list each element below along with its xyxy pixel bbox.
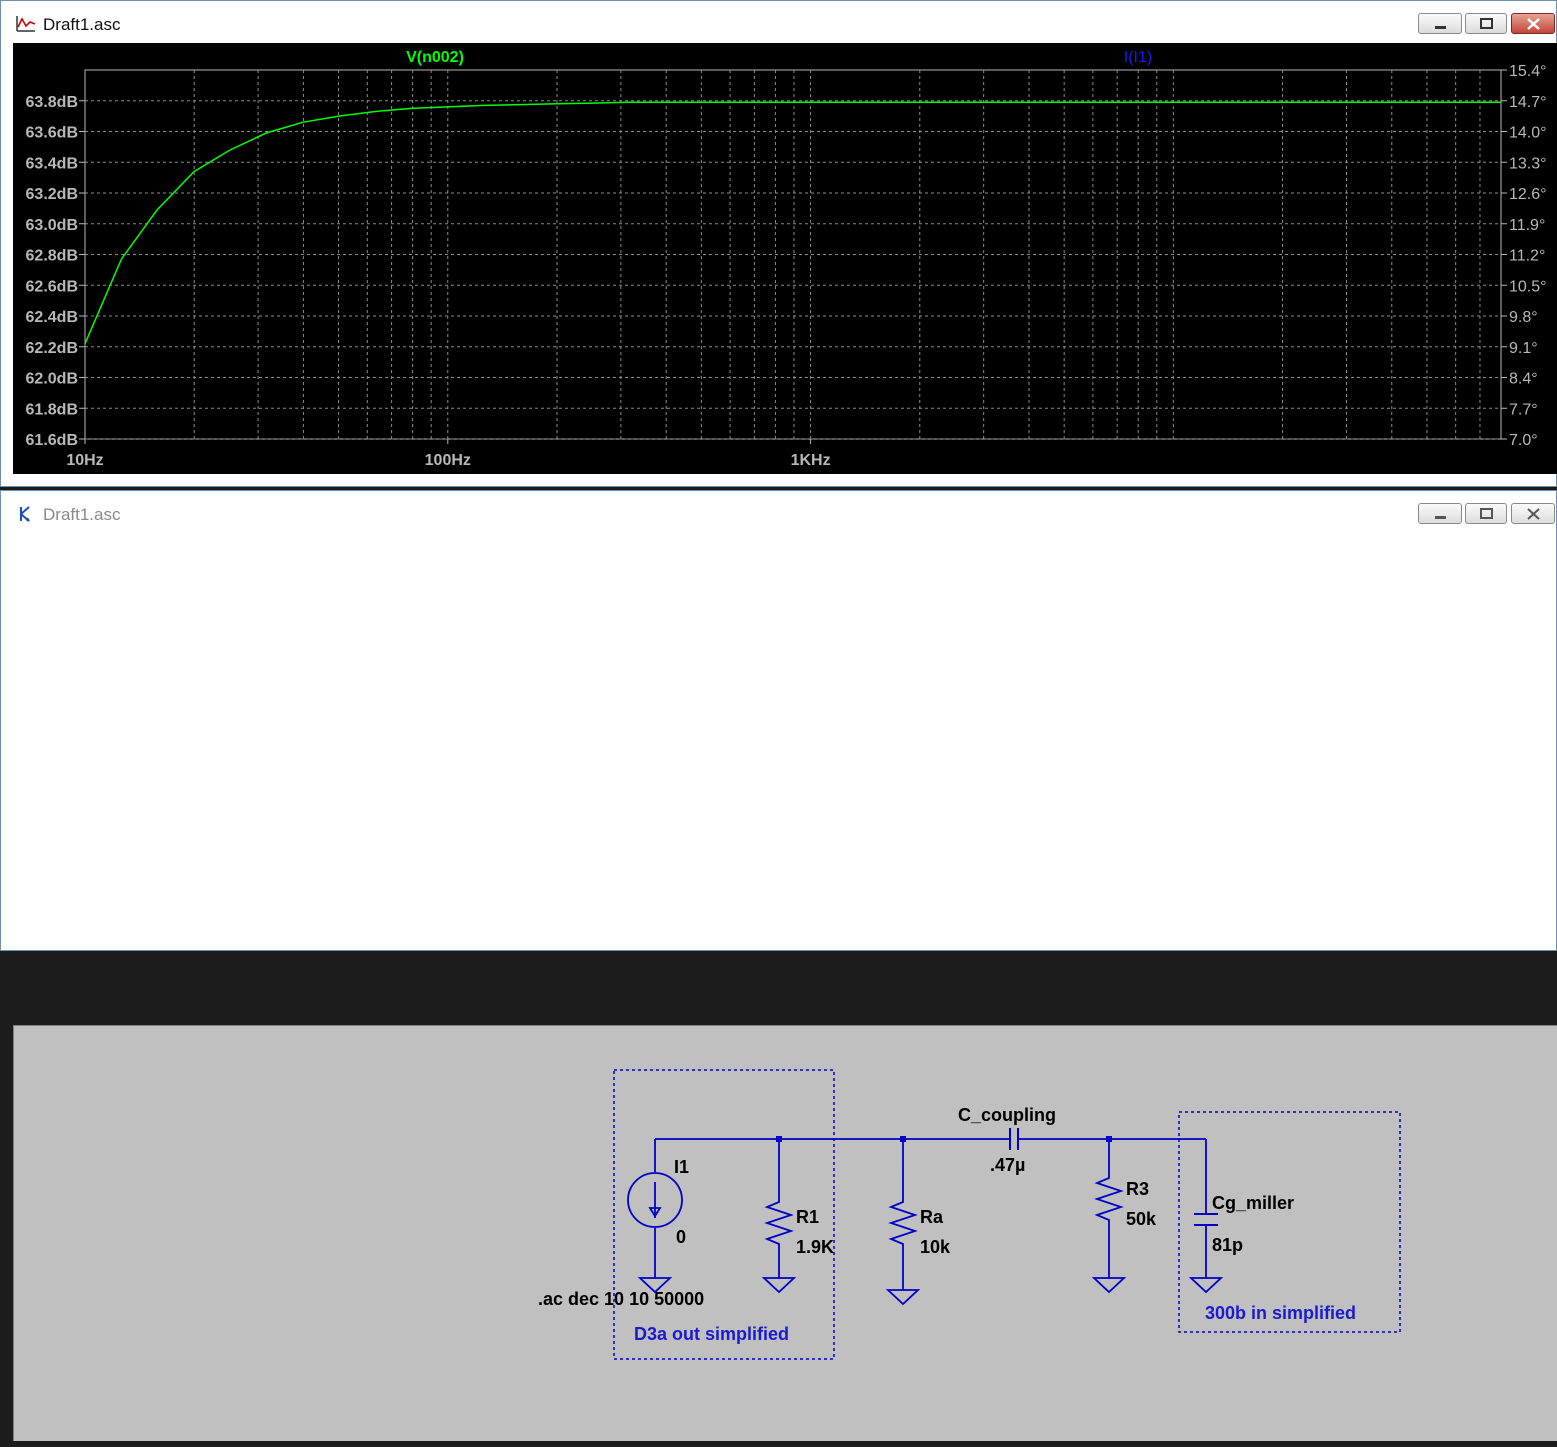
close-icon: [1527, 508, 1540, 520]
C_coupling-name-label: C_coupling: [958, 1105, 1056, 1125]
y-right-tick-label: 8.4°: [1509, 371, 1538, 388]
I1-name-label: I1: [674, 1157, 689, 1177]
y-left-tick-label: 63.2dB: [26, 186, 78, 203]
plot-window: Draft1.asc 63.8dB 63.6dB 63.4dB 63.2dB 63.0d…: [0, 0, 1557, 487]
window-title: Draft1.asc: [43, 505, 121, 524]
C_coupling-value-label: .47µ: [990, 1155, 1025, 1175]
y-right-tick-label: 13.3°: [1509, 155, 1547, 172]
y-right-tick-label: 10.5°: [1509, 278, 1547, 295]
y-left-tick-label: 62.2dB: [26, 340, 78, 357]
left-box-comment[interactable]: D3a out simplified: [634, 1324, 789, 1344]
spice-directive[interactable]: .ac dec 10 10 50000: [538, 1289, 704, 1309]
resistor-Ra[interactable]: [888, 1174, 918, 1246]
y-left-tick-label: 63.0dB: [26, 217, 78, 234]
y-left-tick-label: 63.6dB: [26, 125, 78, 142]
waveform-plot-pane[interactable]: 63.8dB 63.6dB 63.4dB 63.2dB 63.0dB 62.8dB 62.6…: [13, 43, 1557, 474]
y-left-tick-label: 63.4dB: [26, 155, 78, 172]
Cg_miller-value-label: 81p: [1212, 1235, 1243, 1255]
series-line-vn002: [84, 101, 1501, 344]
y-right-tick-label: 7.7°: [1509, 401, 1538, 418]
minimize-button[interactable]: [1418, 503, 1462, 524]
Ra-name-label: Ra: [920, 1207, 944, 1227]
plot-window-titlebar[interactable]: Draft1.asc: [1, 1, 1556, 45]
close-button[interactable]: [1511, 13, 1555, 34]
close-icon: [1527, 18, 1540, 30]
schematic-app-icon: [20, 506, 30, 522]
schematic-drawing[interactable]: I1 0 R1 1.9K Ra 10k C_coupling .47µ R3 5…: [14, 1026, 1557, 1442]
y-right-tick-label: 14.0°: [1509, 125, 1547, 142]
schematic-canvas[interactable]: I1 0 R1 1.9K Ra 10k C_coupling .47µ R3 5…: [13, 1025, 1557, 1441]
R3-name-label: R3: [1126, 1179, 1149, 1199]
y-right-tick-label: 12.6°: [1509, 186, 1547, 203]
minimize-icon: [1435, 516, 1446, 519]
y-right-tick-label: 9.1°: [1509, 340, 1538, 357]
Cg_miller-name-label: Cg_miller: [1212, 1193, 1294, 1213]
schematic-window-titlebar[interactable]: Draft1.asc: [1, 491, 1556, 535]
R1-name-label: R1: [796, 1207, 819, 1227]
y-left-tick-label: 63.8dB: [26, 94, 78, 111]
resistor-R3[interactable]: [1094, 1174, 1124, 1224]
ground-symbols: [637, 1277, 1224, 1306]
restore-icon: [1480, 508, 1493, 519]
schematic-window: Draft1.asc: [0, 490, 1557, 1441]
right-subcircuit-box[interactable]: [1178, 1111, 1401, 1333]
waveform-chart[interactable]: 63.8dB 63.6dB 63.4dB 63.2dB 63.0dB 62.8dB 62.6…: [13, 43, 1557, 474]
y-right-tick-label: 11.2°: [1509, 248, 1545, 265]
R1-value-label: 1.9K: [796, 1237, 834, 1257]
window-title: Draft1.asc: [43, 15, 121, 34]
y-left-tick-label: 62.8dB: [26, 248, 78, 265]
y-right-tick-label: 9.8°: [1509, 309, 1538, 326]
right-box-comment[interactable]: 300b in simplified: [1205, 1303, 1356, 1323]
x-tick-label: 10Hz: [66, 452, 103, 469]
x-tick-label: 1KHz: [791, 452, 831, 469]
y-right-tick-label: 7.0°: [1509, 432, 1538, 449]
Ra-value-label: 10k: [920, 1237, 951, 1257]
trace-label-iI1: I(I1): [1124, 49, 1152, 66]
capacitor-C_coupling[interactable]: [1009, 1128, 1019, 1150]
y-left-tick-label: 62.4dB: [26, 309, 78, 326]
y-left-tick-label: 62.0dB: [26, 371, 78, 388]
y-left-tick-label: 61.8dB: [26, 401, 78, 418]
minimize-icon: [1435, 26, 1446, 29]
y-right-tick-label: 11.9°: [1509, 217, 1545, 234]
maximize-button[interactable]: [1465, 503, 1507, 524]
capacitor-Cg_miller[interactable]: [1194, 1213, 1218, 1226]
R3-value-label: 50k: [1126, 1209, 1157, 1229]
restore-icon: [1480, 18, 1493, 29]
close-button[interactable]: [1511, 503, 1555, 524]
I1-value-label: 0: [676, 1227, 686, 1247]
current-source-I1[interactable]: [627, 1172, 683, 1228]
waveform-app-icon: [15, 14, 37, 34]
y-left-tick-label: 62.6dB: [26, 278, 78, 295]
y-left-tick-label: 61.6dB: [26, 432, 78, 449]
y-right-tick-label: 15.4°: [1509, 63, 1547, 80]
maximize-button[interactable]: [1465, 13, 1507, 34]
minimize-button[interactable]: [1418, 13, 1462, 34]
y-right-tick-label: 14.7°: [1509, 94, 1547, 111]
x-tick-label: 100Hz: [425, 452, 471, 469]
resistor-R1[interactable]: [764, 1174, 794, 1246]
trace-label-vn002: V(n002): [406, 49, 464, 66]
